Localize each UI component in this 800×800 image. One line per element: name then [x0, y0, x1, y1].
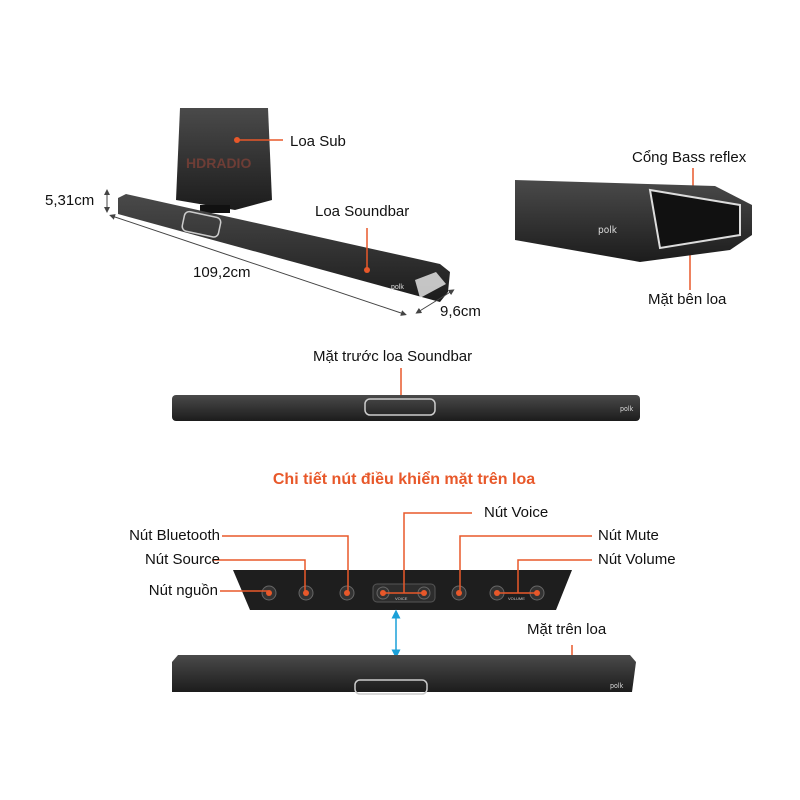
top-side-label: Mặt trên loa [527, 621, 607, 638]
callout-dots-top [234, 137, 696, 408]
front-label: Mặt trước loa Soundbar [313, 348, 473, 365]
mute-button-label: Nút Mute [598, 527, 659, 544]
soundbar-top-image: polk [172, 655, 636, 695]
brand-logo-side: polk [598, 225, 618, 236]
side-label: Mặt bên loa [648, 291, 727, 308]
source-button-label: Nút Source [144, 551, 220, 568]
depth-dimension: 9,6cm [440, 303, 481, 320]
svg-text:polk: polk [610, 682, 624, 690]
volume-caption: VOLUME [508, 596, 525, 601]
soundbar-label: Loa Soundbar [315, 203, 410, 220]
volume-button-label: Nút Volume [598, 551, 676, 568]
depth-dimension-arrow [415, 289, 455, 314]
voice-caption: VOICE [395, 596, 408, 601]
bass-reflex-label: Cổng Bass reflex [632, 149, 747, 166]
controls-title: Chi tiết nút điều khiển mặt trên loa [272, 471, 536, 488]
svg-text:polk: polk [620, 405, 634, 413]
leader-lines-controls [212, 512, 592, 665]
voice-button-label: Nút Voice [484, 504, 549, 521]
length-dimension: 109,2cm [193, 264, 251, 281]
soundbar-side-closeup-image: polk [515, 180, 752, 262]
control-panel-image [233, 570, 572, 610]
subwoofer-image: HDRADIO [176, 108, 272, 213]
length-dimension-arrow [109, 214, 407, 316]
bluetooth-button-label: Nút Bluetooth [129, 527, 220, 544]
watermark-logo: HDRADIO [186, 155, 251, 171]
sub-label: Loa Sub [290, 133, 346, 150]
brand-logo: polk [391, 284, 404, 291]
power-button-label: Nút nguồn [148, 582, 218, 599]
height-dimension: 5,31cm [45, 192, 95, 209]
soundbar-front-image: polk [172, 395, 640, 421]
